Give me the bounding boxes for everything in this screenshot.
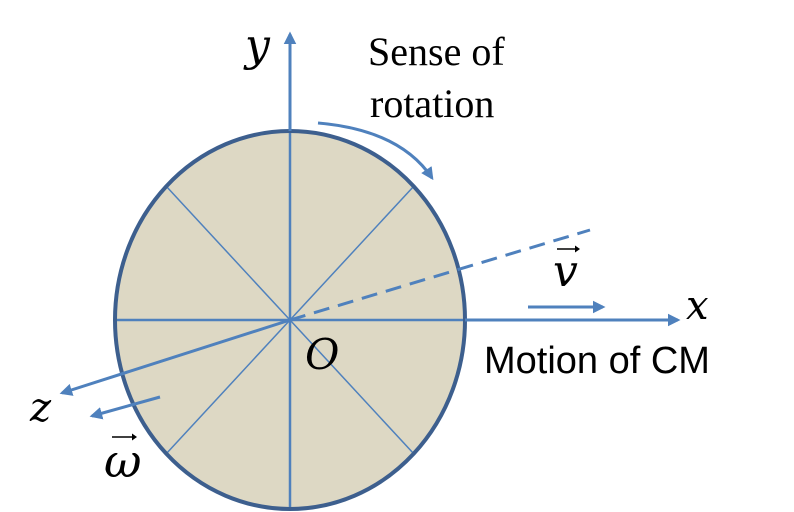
velocity-vector-hat-icon — [557, 245, 580, 253]
z-axis-arrow — [59, 318, 291, 396]
angular-velocity-label: ω — [104, 434, 142, 488]
motion-of-cm-label: Motion of CM — [484, 340, 710, 382]
rotation-sense-arrow — [317, 121, 434, 181]
spoke-lower-right — [289, 319, 415, 455]
vector-hat-icons — [112, 245, 580, 441]
sense-of-rotation-line2: rotation — [370, 81, 495, 126]
sense-of-rotation-line1: Sense of — [368, 29, 505, 74]
spoke-lower-left — [165, 319, 291, 455]
spoke-upper-left — [165, 185, 291, 321]
x-axis-label: x — [686, 283, 709, 329]
omega-vector-hat-icon — [112, 433, 137, 441]
spoke-upper-right — [289, 185, 415, 321]
vector-arrows — [89, 121, 606, 420]
angular-velocity-arrow — [89, 395, 161, 420]
z-axis-dashed-extension — [289, 228, 591, 322]
velocity-label: v — [553, 246, 578, 297]
z-axis-label: z — [30, 385, 52, 431]
coordinate-axes — [59, 31, 681, 396]
origin-label: O — [305, 330, 340, 379]
y-axis-label: y — [245, 20, 270, 71]
